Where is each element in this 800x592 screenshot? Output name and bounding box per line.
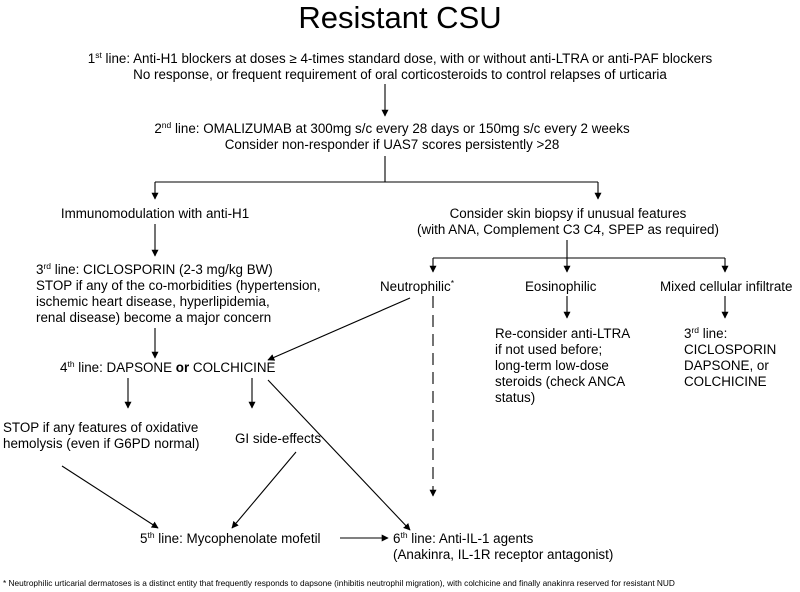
- fourth-line-post: COLCHICINE: [189, 360, 276, 375]
- second-line-note: Consider non-responder if UAS7 scores pe…: [224, 137, 560, 152]
- biopsy-line1: Consider skin biopsy if unusual features: [449, 206, 687, 221]
- fifth-line-text: line: Mycophenolate mofetil: [154, 531, 321, 546]
- fifth-line-number: 5: [140, 531, 148, 546]
- fifth-line-ordinal: th: [147, 530, 155, 540]
- third-line-stop-3: renal disease) become a major concern: [36, 310, 272, 325]
- sixth-line-note: (Anakinra, IL-1R receptor antagonist): [393, 547, 614, 562]
- fourth-line-ordinal: th: [67, 359, 75, 369]
- sixth-line-number: 6: [393, 531, 401, 546]
- eosinophilic-note: Re-consider anti-LTRA if not used before…: [495, 326, 631, 405]
- second-line-text: line: OMALIZUMAB at 300mg s/c every 28 d…: [171, 121, 630, 136]
- neutrophilic-label: Neutrophilic*: [380, 278, 455, 294]
- fourth-line-box: 4th line: DAPSONE or COLCHICINE: [60, 360, 275, 376]
- fourth-line-pre: line: DAPSONE: [74, 360, 176, 375]
- third-line-ordinal: rd: [43, 261, 52, 271]
- arrow-neutrophilic-to-fourth: [267, 297, 411, 361]
- first-line-ordinal: st: [95, 50, 102, 60]
- third-line-box: 3rd line: CICLOSPORIN (2-3 mg/kg BW) STO…: [36, 262, 321, 326]
- biopsy-line2: (with ANA, Complement C3 C4, SPEP as req…: [417, 222, 719, 237]
- stop-hemolysis-box: STOP if any features of oxidative hemoly…: [3, 420, 200, 451]
- first-line-box: 1st line: Anti-H1 blockers at doses ≥ 4-…: [0, 51, 800, 83]
- arrow-stop-to-fifth: [61, 465, 159, 529]
- neutrophilic-footnote-mark: *: [450, 278, 455, 288]
- mixed-label: Mixed cellular infiltrate: [660, 279, 793, 294]
- arrow-gi-to-fifth: [231, 451, 297, 529]
- sixth-line-text: line: Anti-IL-1 agents: [407, 531, 534, 546]
- fifth-line-box: 5th line: Mycophenolate mofetil: [140, 531, 321, 547]
- first-line-text: line: Anti-H1 blockers at doses ≥ 4-time…: [101, 51, 713, 66]
- diagram-title: Resistant CSU: [298, 0, 502, 35]
- first-line-note: No response, or frequent requirement of …: [133, 67, 667, 82]
- third-line-number: 3: [36, 262, 44, 277]
- mixed-number: 3: [684, 326, 692, 341]
- mixed-note: 3rd line: CICLOSPORIN DAPSONE, or COLCHI…: [684, 325, 777, 389]
- second-line-ordinal: nd: [161, 120, 172, 130]
- third-line-head: line: CICLOSPORIN (2-3 mg/kg BW): [51, 262, 273, 277]
- fourth-line-or: or: [175, 360, 190, 375]
- gi-side-effects-label: GI side-effects: [235, 431, 322, 446]
- second-line-number: 2: [154, 121, 162, 136]
- arrow-fourth-to-sixth: [267, 379, 411, 531]
- second-line-box: 2nd line: OMALIZUMAB at 300mg s/c every …: [0, 121, 784, 153]
- biopsy-box: Consider skin biopsy if unusual features…: [398, 206, 738, 238]
- mixed-ordinal: rd: [691, 325, 700, 335]
- mixed-head: line:: [699, 326, 728, 341]
- third-line-stop-1: STOP if any of the co-morbidities (hyper…: [36, 278, 321, 293]
- first-line-number: 1: [87, 51, 96, 66]
- third-line-stop-2: ischemic heart disease, hyperlipidemia,: [36, 294, 270, 309]
- sixth-line-ordinal: th: [400, 530, 408, 540]
- sixth-line-box: 6th line: Anti-IL-1 agents (Anakinra, IL…: [393, 531, 613, 563]
- fourth-line-number: 4: [60, 360, 68, 375]
- immunomodulation-label: Immunomodulation with anti-H1: [60, 206, 250, 221]
- footnote: * Neutrophilic urticarial dermatoses is …: [3, 578, 675, 588]
- eosinophilic-label: Eosinophilic: [525, 279, 597, 294]
